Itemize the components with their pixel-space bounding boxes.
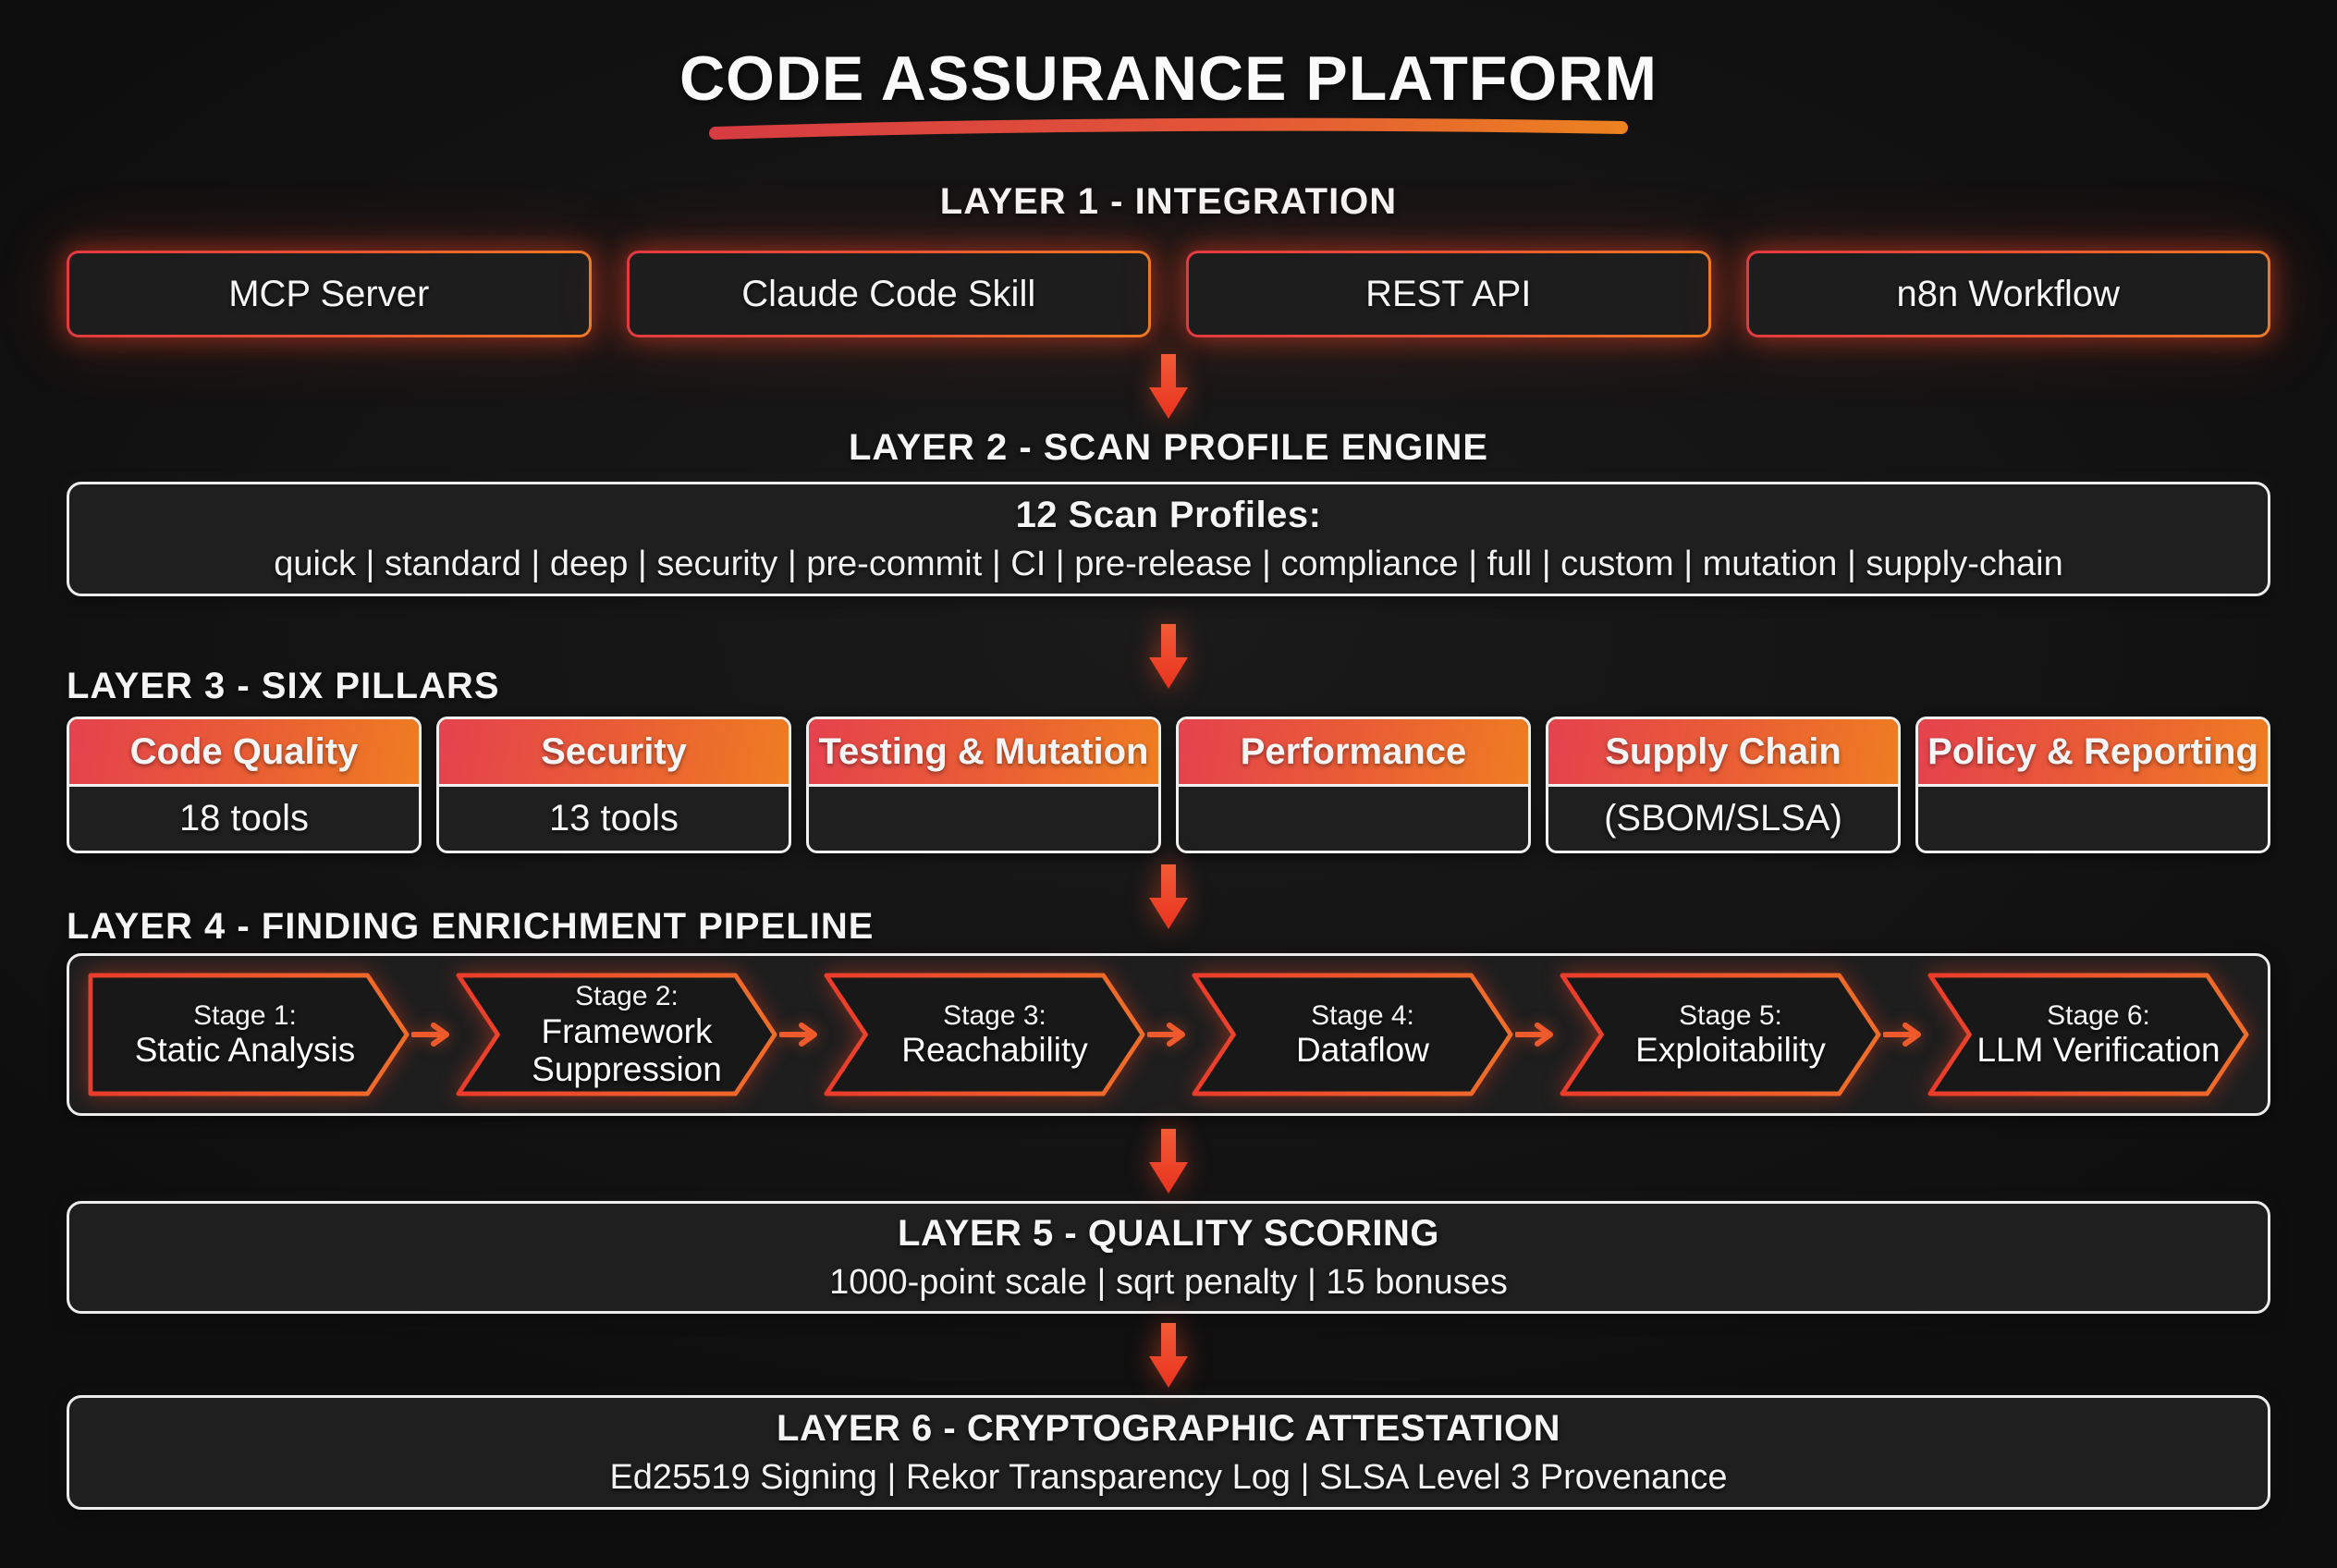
pillar-card-performance: Performance bbox=[1176, 717, 1531, 854]
pillar-card-code-quality: Code Quality 18 tools bbox=[67, 717, 422, 854]
pillar-subtitle bbox=[809, 787, 1158, 851]
integration-box-mcp-server: MCP Server bbox=[67, 251, 592, 338]
stage-name: LLM Verification bbox=[1976, 1031, 2221, 1070]
down-arrow-icon bbox=[1149, 624, 1188, 690]
quality-scoring-subtitle: 1000-point scale | sqrt penalty | 15 bon… bbox=[829, 1262, 1508, 1302]
integration-box-label: REST API bbox=[1189, 253, 1708, 336]
integration-box-label: Claude Code Skill bbox=[629, 253, 1148, 336]
chevron-shape bbox=[1560, 973, 1881, 1096]
down-arrow-icon bbox=[1149, 864, 1188, 930]
pipeline-panel: Stage 1: Static Analysis Stage 2: Framew… bbox=[67, 953, 2270, 1117]
quality-scoring-panel: LAYER 5 - QUALITY SCORING 1000-point sca… bbox=[67, 1201, 2270, 1315]
pillar-card-supply-chain: Supply Chain (SBOM/SLSA) bbox=[1546, 717, 1901, 854]
flow-arrow-icon bbox=[1883, 1023, 1921, 1047]
down-arrow-icon bbox=[1149, 1323, 1188, 1389]
stage-chevron-reachability: Stage 3: Reachability bbox=[824, 973, 1145, 1096]
pillar-card-policy-reporting: Policy & Reporting bbox=[1915, 717, 2270, 854]
down-arrow-icon bbox=[1149, 354, 1188, 420]
pillar-card-security: Security 13 tools bbox=[436, 717, 791, 854]
attestation-panel: LAYER 6 - CRYPTOGRAPHIC ATTESTATION Ed25… bbox=[67, 1395, 2270, 1511]
down-arrow-icon bbox=[1149, 1129, 1188, 1194]
chevron-shape bbox=[1192, 973, 1513, 1096]
page-title: CODE ASSURANCE PLATFORM bbox=[679, 43, 1658, 114]
stage-chevron-exploitability: Stage 5: Exploitability bbox=[1560, 973, 1881, 1096]
quality-scoring-title: LAYER 5 - QUALITY SCORING bbox=[898, 1212, 1439, 1254]
pipeline-stages: Stage 1: Static Analysis Stage 2: Framew… bbox=[69, 956, 2268, 1113]
integration-box-claude-code-skill: Claude Code Skill bbox=[626, 251, 1151, 338]
integration-box-rest-api: REST API bbox=[1186, 251, 1711, 338]
stage-label: Stage 1: bbox=[193, 999, 297, 1031]
layer4-heading: LAYER 4 - FINDING ENRICHMENT PIPELINE bbox=[67, 906, 875, 948]
stage-label: Stage 6: bbox=[2047, 999, 2150, 1031]
stage-chevron-llm-verification: Stage 6: LLM Verification bbox=[1927, 973, 2249, 1096]
attestation-subtitle: Ed25519 Signing | Rekor Transparency Log… bbox=[609, 1457, 1728, 1497]
layer1-heading: LAYER 1 - INTEGRATION bbox=[939, 181, 1398, 223]
pillar-subtitle: (SBOM/SLSA) bbox=[1604, 798, 1842, 839]
stage-name: Exploitability bbox=[1635, 1031, 1826, 1070]
flow-connector: LAYER 4 - FINDING ENRICHMENT PIPELINE bbox=[67, 864, 2270, 946]
flow-arrow-icon bbox=[779, 1023, 817, 1047]
flow-arrow-icon bbox=[411, 1023, 449, 1047]
pillar-subtitle bbox=[1918, 787, 2268, 851]
stage-label: Stage 4: bbox=[1311, 999, 1414, 1031]
scan-profiles-panel: 12 Scan Profiles: quick | standard | dee… bbox=[67, 482, 2270, 597]
flow-connector: LAYER 3 - SIX PILLARS bbox=[67, 624, 2270, 705]
flow-connector bbox=[67, 354, 2270, 420]
stage-label: Stage 5: bbox=[1679, 999, 1782, 1031]
integration-box-label: n8n Workflow bbox=[1748, 253, 2268, 336]
pillar-header: Supply Chain bbox=[1548, 719, 1898, 788]
pillar-header: Security bbox=[439, 719, 789, 788]
pillar-header: Policy & Reporting bbox=[1918, 719, 2268, 788]
stage-name: Reachability bbox=[901, 1031, 1088, 1070]
chevron-shape bbox=[824, 973, 1145, 1096]
pillar-subtitle: 13 tools bbox=[548, 798, 679, 839]
integration-row: MCP Server Claude Code Skill REST API n8… bbox=[67, 251, 2270, 338]
layer3-heading: LAYER 3 - SIX PILLARS bbox=[67, 666, 500, 707]
pillars-row: Code Quality 18 tools Security 13 tools … bbox=[67, 717, 2270, 854]
pillar-header: Code Quality bbox=[69, 719, 419, 788]
stage-chevron-framework-suppression: Stage 2: Framework Suppression bbox=[456, 973, 777, 1096]
pillar-card-testing-mutation: Testing & Mutation bbox=[806, 717, 1161, 854]
pillar-header: Testing & Mutation bbox=[809, 719, 1158, 788]
flow-arrow-icon bbox=[1147, 1023, 1185, 1047]
integration-box-n8n-workflow: n8n Workflow bbox=[1745, 251, 2270, 338]
title-underline bbox=[709, 118, 1628, 141]
attestation-title: LAYER 6 - CRYPTOGRAPHIC ATTESTATION bbox=[777, 1407, 1560, 1449]
flow-arrow-icon bbox=[1515, 1023, 1553, 1047]
stage-name: Static Analysis bbox=[134, 1031, 356, 1070]
chevron-shape bbox=[88, 973, 410, 1096]
stage-chevron-dataflow: Stage 4: Dataflow bbox=[1192, 973, 1513, 1096]
scan-profiles-title: 12 Scan Profiles: bbox=[1015, 494, 1322, 535]
flow-connector bbox=[67, 1323, 2270, 1389]
flow-connector bbox=[67, 1129, 2270, 1194]
stage-chevron-static-analysis: Stage 1: Static Analysis bbox=[88, 973, 410, 1096]
stage-label: Stage 2: bbox=[575, 981, 679, 1012]
stage-label: Stage 3: bbox=[943, 999, 1046, 1031]
stage-name: Framework Suppression bbox=[532, 1011, 722, 1089]
chevron-shape bbox=[1927, 973, 2249, 1096]
pillar-subtitle bbox=[1179, 787, 1528, 851]
integration-box-label: MCP Server bbox=[69, 253, 589, 336]
chevron-shape bbox=[456, 973, 777, 1096]
pillar-subtitle: 18 tools bbox=[178, 798, 310, 839]
pillar-header: Performance bbox=[1179, 719, 1528, 788]
scan-profiles-list: quick | standard | deep | security | pre… bbox=[274, 544, 2063, 583]
layer2-heading: LAYER 2 - SCAN PROFILE ENGINE bbox=[848, 427, 1489, 469]
stage-name: Dataflow bbox=[1296, 1031, 1429, 1070]
